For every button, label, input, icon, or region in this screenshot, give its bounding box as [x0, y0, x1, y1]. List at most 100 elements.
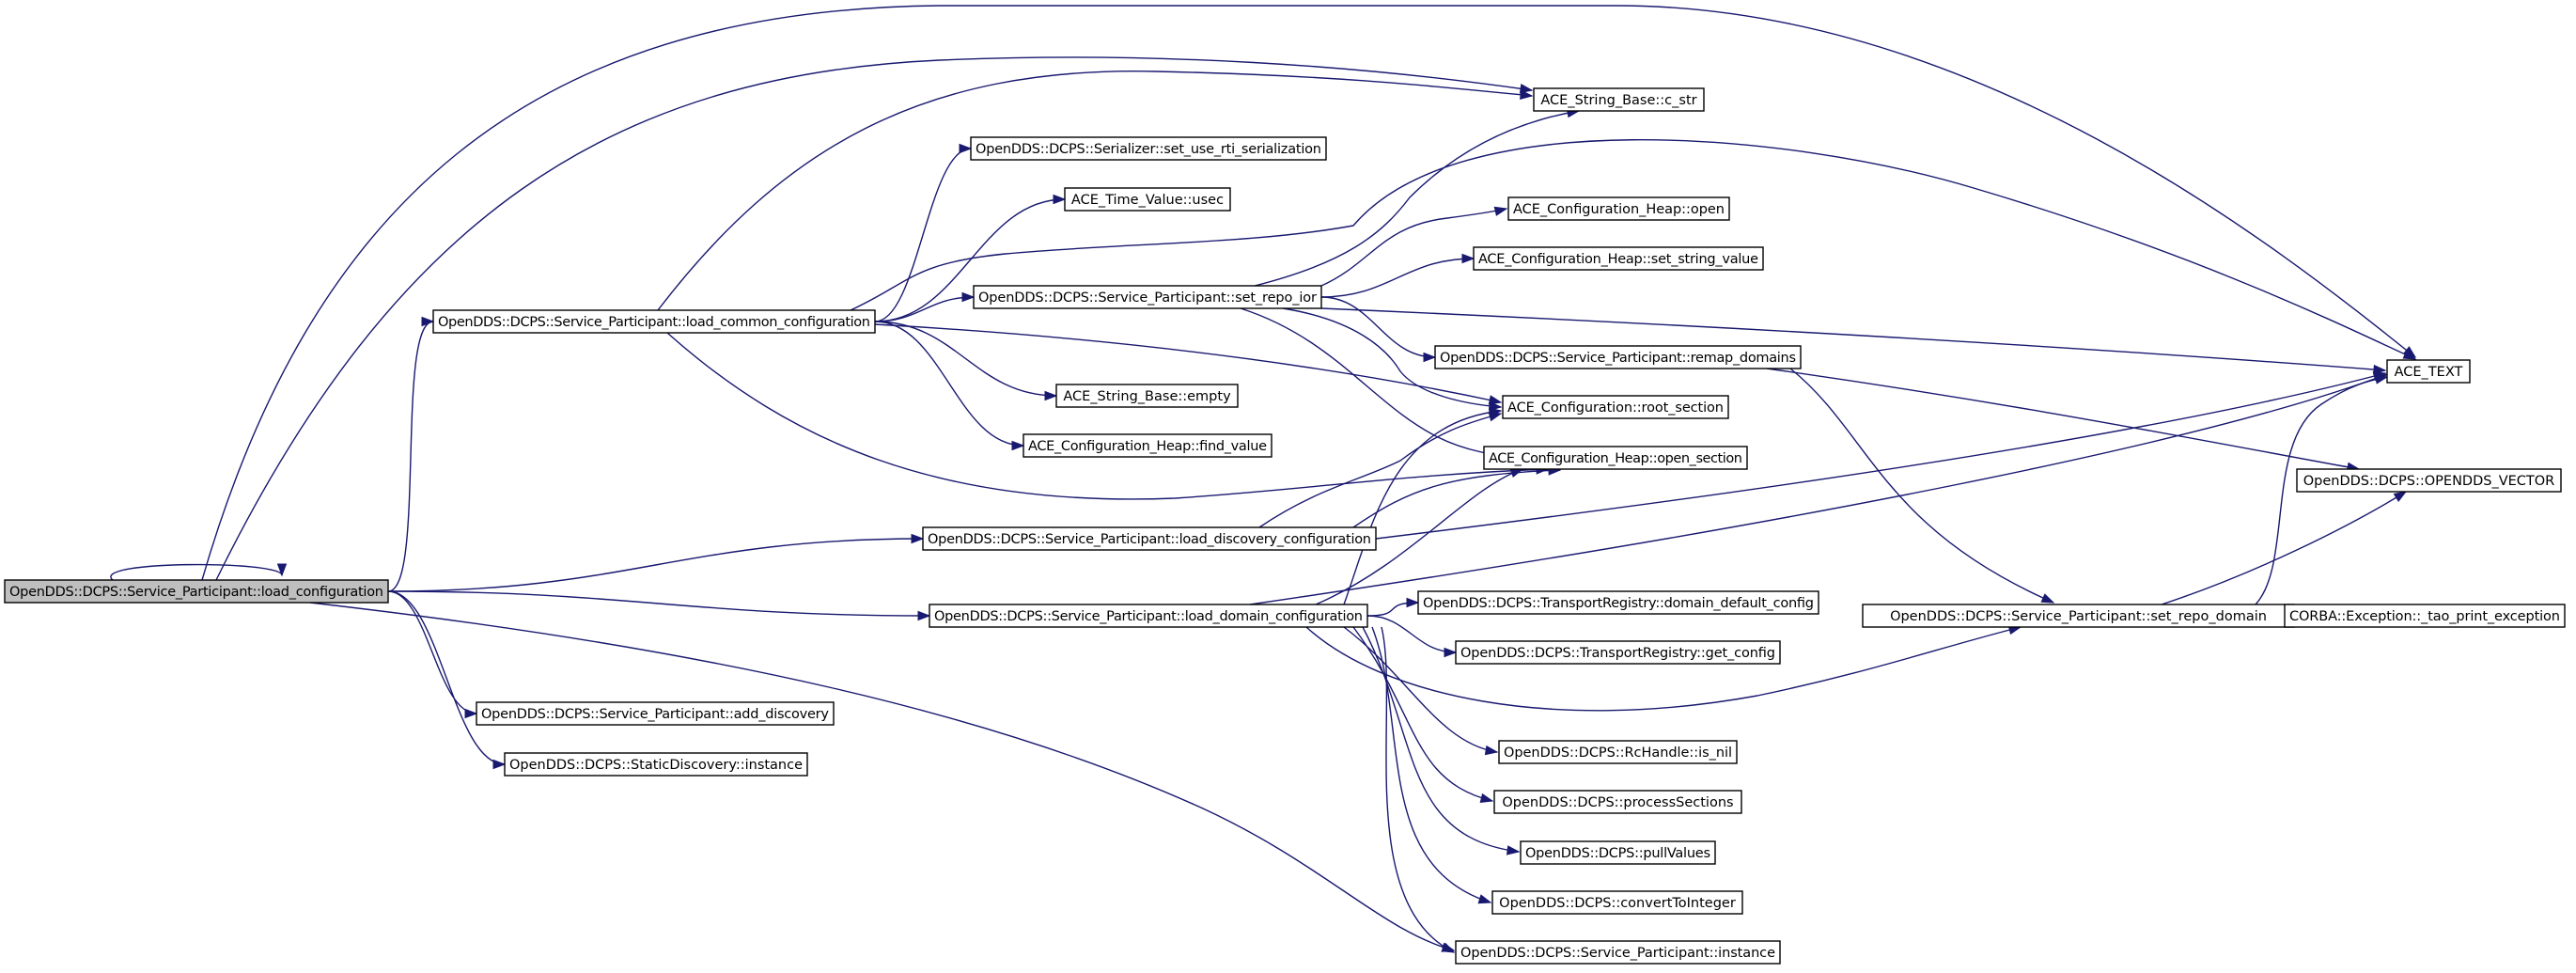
node-load-discovery-configuration[interactable]: OpenDDS::DCPS::Service_Participant::load…	[922, 526, 1377, 551]
node-find-value[interactable]: ACE_Configuration_Heap::find_value	[1023, 433, 1272, 458]
edge-line	[387, 590, 930, 617]
edge-load_configuration-to-c_str	[215, 56, 1534, 581]
node-set-string-value[interactable]: ACE_Configuration_Heap::set_string_value	[1473, 246, 1764, 271]
arrowhead-icon	[421, 316, 435, 327]
node-usec[interactable]: ACE_Time_Value::usec	[1064, 187, 1231, 212]
node-set-repo-domain[interactable]: OpenDDS::DCPS::Service_Participant::set_…	[1862, 604, 2295, 628]
edge-line	[1320, 307, 2386, 371]
edge-remap_domains-to-opendds_vector	[1766, 368, 2361, 472]
edge-load_domain_configuration-to-pullValues	[1362, 626, 1521, 855]
node-heap-open[interactable]: ACE_Configuration_Heap::open	[1507, 196, 1730, 221]
node-label: OpenDDS::DCPS::Service_Participant::add_…	[481, 707, 829, 722]
arrowhead-icon	[1488, 407, 1503, 417]
edge-load_domain_configuration-to-processSections	[1352, 626, 1494, 804]
node-label: OpenDDS::DCPS::RcHandle::is_nil	[1504, 745, 1732, 761]
node-pullValues[interactable]: OpenDDS::DCPS::pullValues	[1520, 840, 1716, 865]
node-ace-text[interactable]: ACE_TEXT	[2386, 359, 2471, 384]
edge-line	[874, 198, 1066, 322]
node-label: OpenDDS::DCPS::Service_Participant::set_…	[1890, 609, 2267, 624]
edge-line	[387, 590, 506, 765]
node-empty[interactable]: ACE_String_Base::empty	[1055, 384, 1239, 408]
node-add-discovery[interactable]: OpenDDS::DCPS::Service_Participant::add_…	[476, 701, 835, 726]
node-label: OpenDDS::DCPS::Service_Participant::load…	[9, 585, 383, 600]
node-label: CORBA::Exception::_tao_print_exception	[2289, 609, 2560, 624]
edge-set_repo_domain-to-ace_text	[2255, 374, 2389, 605]
node-box	[1455, 640, 1781, 665]
node-opendds-vector[interactable]: OpenDDS::DCPS::OPENDDS_VECTOR	[2296, 468, 2562, 493]
node-label: OpenDDS::DCPS::Service_Participant::load…	[928, 532, 1371, 547]
edge-load_common_configuration-to-usec	[874, 194, 1067, 322]
node-processSections[interactable]: OpenDDS::DCPS::processSections	[1493, 790, 1742, 814]
edge-load_common_configuration-to-c_str	[657, 71, 1534, 311]
arrowhead-icon	[911, 533, 925, 544]
edge-line	[874, 321, 1057, 397]
edge-load_domain_configuration-to-get_config	[1366, 615, 1458, 658]
edge-line	[1766, 368, 2360, 470]
edge-remap_domains-to-set_repo_domain	[1789, 368, 2055, 604]
node-is-nil[interactable]: OpenDDS::DCPS::RcHandle::is_nil	[1498, 740, 1738, 764]
node-root-section[interactable]: ACE_Configuration::root_section	[1502, 395, 1729, 419]
node-box	[922, 526, 1377, 551]
node-label: OpenDDS::DCPS::Service_Participant::set_…	[978, 290, 1317, 306]
arrowhead-icon	[1506, 845, 1521, 855]
edge-line	[1320, 296, 1436, 358]
edge-set_repo_ior-to-ace_text	[1320, 307, 2387, 375]
node-set-repo-ior[interactable]: OpenDDS::DCPS::Service_Participant::set_…	[973, 285, 1322, 309]
node-box	[1434, 345, 1802, 369]
node-label: OpenDDS::DCPS::StaticDiscovery::instance	[509, 758, 803, 773]
edge-line	[1305, 626, 2022, 712]
arrowhead-icon	[2373, 364, 2387, 375]
node-set-use-rti-serialization[interactable]: OpenDDS::DCPS::Serializer::set_use_rti_s…	[970, 136, 1327, 161]
node-label: ACE_TEXT	[2395, 365, 2463, 380]
edge-set_repo_ior-to-set_string_value	[1320, 253, 1475, 298]
node-box	[2284, 604, 2566, 628]
edge-line	[110, 563, 283, 581]
node-open-section[interactable]: ACE_Configuration_Heap::open_section	[1483, 446, 1748, 470]
node-load-domain-configuration[interactable]: OpenDDS::DCPS::Service_Participant::load…	[929, 604, 1368, 628]
node-label: OpenDDS::DCPS::Service_Participant::load…	[934, 609, 1363, 624]
arrowhead-icon	[1011, 440, 1025, 451]
node-load-common-configuration[interactable]: OpenDDS::DCPS::Service_Participant::load…	[432, 309, 876, 334]
edge-line	[2161, 491, 2407, 605]
edge-load_common_configuration-to-ace_text	[850, 139, 2417, 360]
edge-line	[1366, 615, 1457, 653]
node-label: OpenDDS::DCPS::Service_Participant::rema…	[1440, 351, 1796, 366]
edge-load_configuration-to-load_domain_configuration	[387, 590, 931, 621]
node-box	[1417, 590, 1819, 615]
node-label: OpenDDS::DCPS::Serializer::set_use_rti_s…	[976, 142, 1321, 157]
node-box	[1023, 433, 1272, 458]
node-label: ACE_Configuration_Heap::find_value	[1028, 439, 1267, 454]
node-c-str[interactable]: ACE_String_Base::c_str	[1533, 87, 1705, 112]
arrowhead-icon	[1044, 390, 1058, 401]
node-box	[1498, 740, 1738, 764]
node-sp-instance[interactable]: OpenDDS::DCPS::Service_Participant::inst…	[1455, 940, 1781, 965]
edge-line	[1254, 110, 1580, 287]
node-label: OpenDDS::DCPS::pullValues	[1525, 846, 1710, 861]
arrowhead-icon	[1484, 745, 1499, 756]
node-box	[1520, 840, 1716, 865]
edge-line	[1282, 307, 1502, 408]
edge-line	[387, 538, 924, 592]
edge-line	[874, 148, 972, 322]
node-box	[432, 309, 876, 334]
node-domain-default-config[interactable]: OpenDDS::DCPS::TransportRegistry::domain…	[1417, 590, 1819, 615]
arrowhead-icon	[1441, 942, 1456, 953]
edge-line	[1249, 373, 2388, 605]
node-load-configuration[interactable]: OpenDDS::DCPS::Service_Participant::load…	[4, 579, 389, 604]
node-remap-domains[interactable]: OpenDDS::DCPS::Service_Participant::rema…	[1434, 345, 1802, 369]
node-box	[1862, 604, 2295, 628]
node-box	[1502, 395, 1729, 419]
edge-line	[215, 56, 1533, 581]
arrowhead-icon	[276, 563, 288, 577]
arrowhead-icon	[1423, 352, 1437, 363]
edge-line	[1371, 626, 1491, 903]
node-convertToInteger[interactable]: OpenDDS::DCPS::convertToInteger	[1491, 890, 1743, 915]
arrowhead-icon	[1479, 793, 1494, 804]
node-label: OpenDDS::DCPS::OPENDDS_VECTOR	[2303, 474, 2555, 489]
edge-set_repo_ior-to-heap_open	[1320, 206, 1508, 287]
node-static-discovery-instance[interactable]: OpenDDS::DCPS::StaticDiscovery::instance	[504, 752, 808, 777]
arrowhead-icon	[2393, 491, 2408, 503]
edge-line	[1352, 469, 1561, 528]
node-tao-print-exception[interactable]: CORBA::Exception::_tao_print_exception	[2284, 604, 2566, 628]
node-get-config[interactable]: OpenDDS::DCPS::TransportRegistry::get_co…	[1455, 640, 1781, 665]
